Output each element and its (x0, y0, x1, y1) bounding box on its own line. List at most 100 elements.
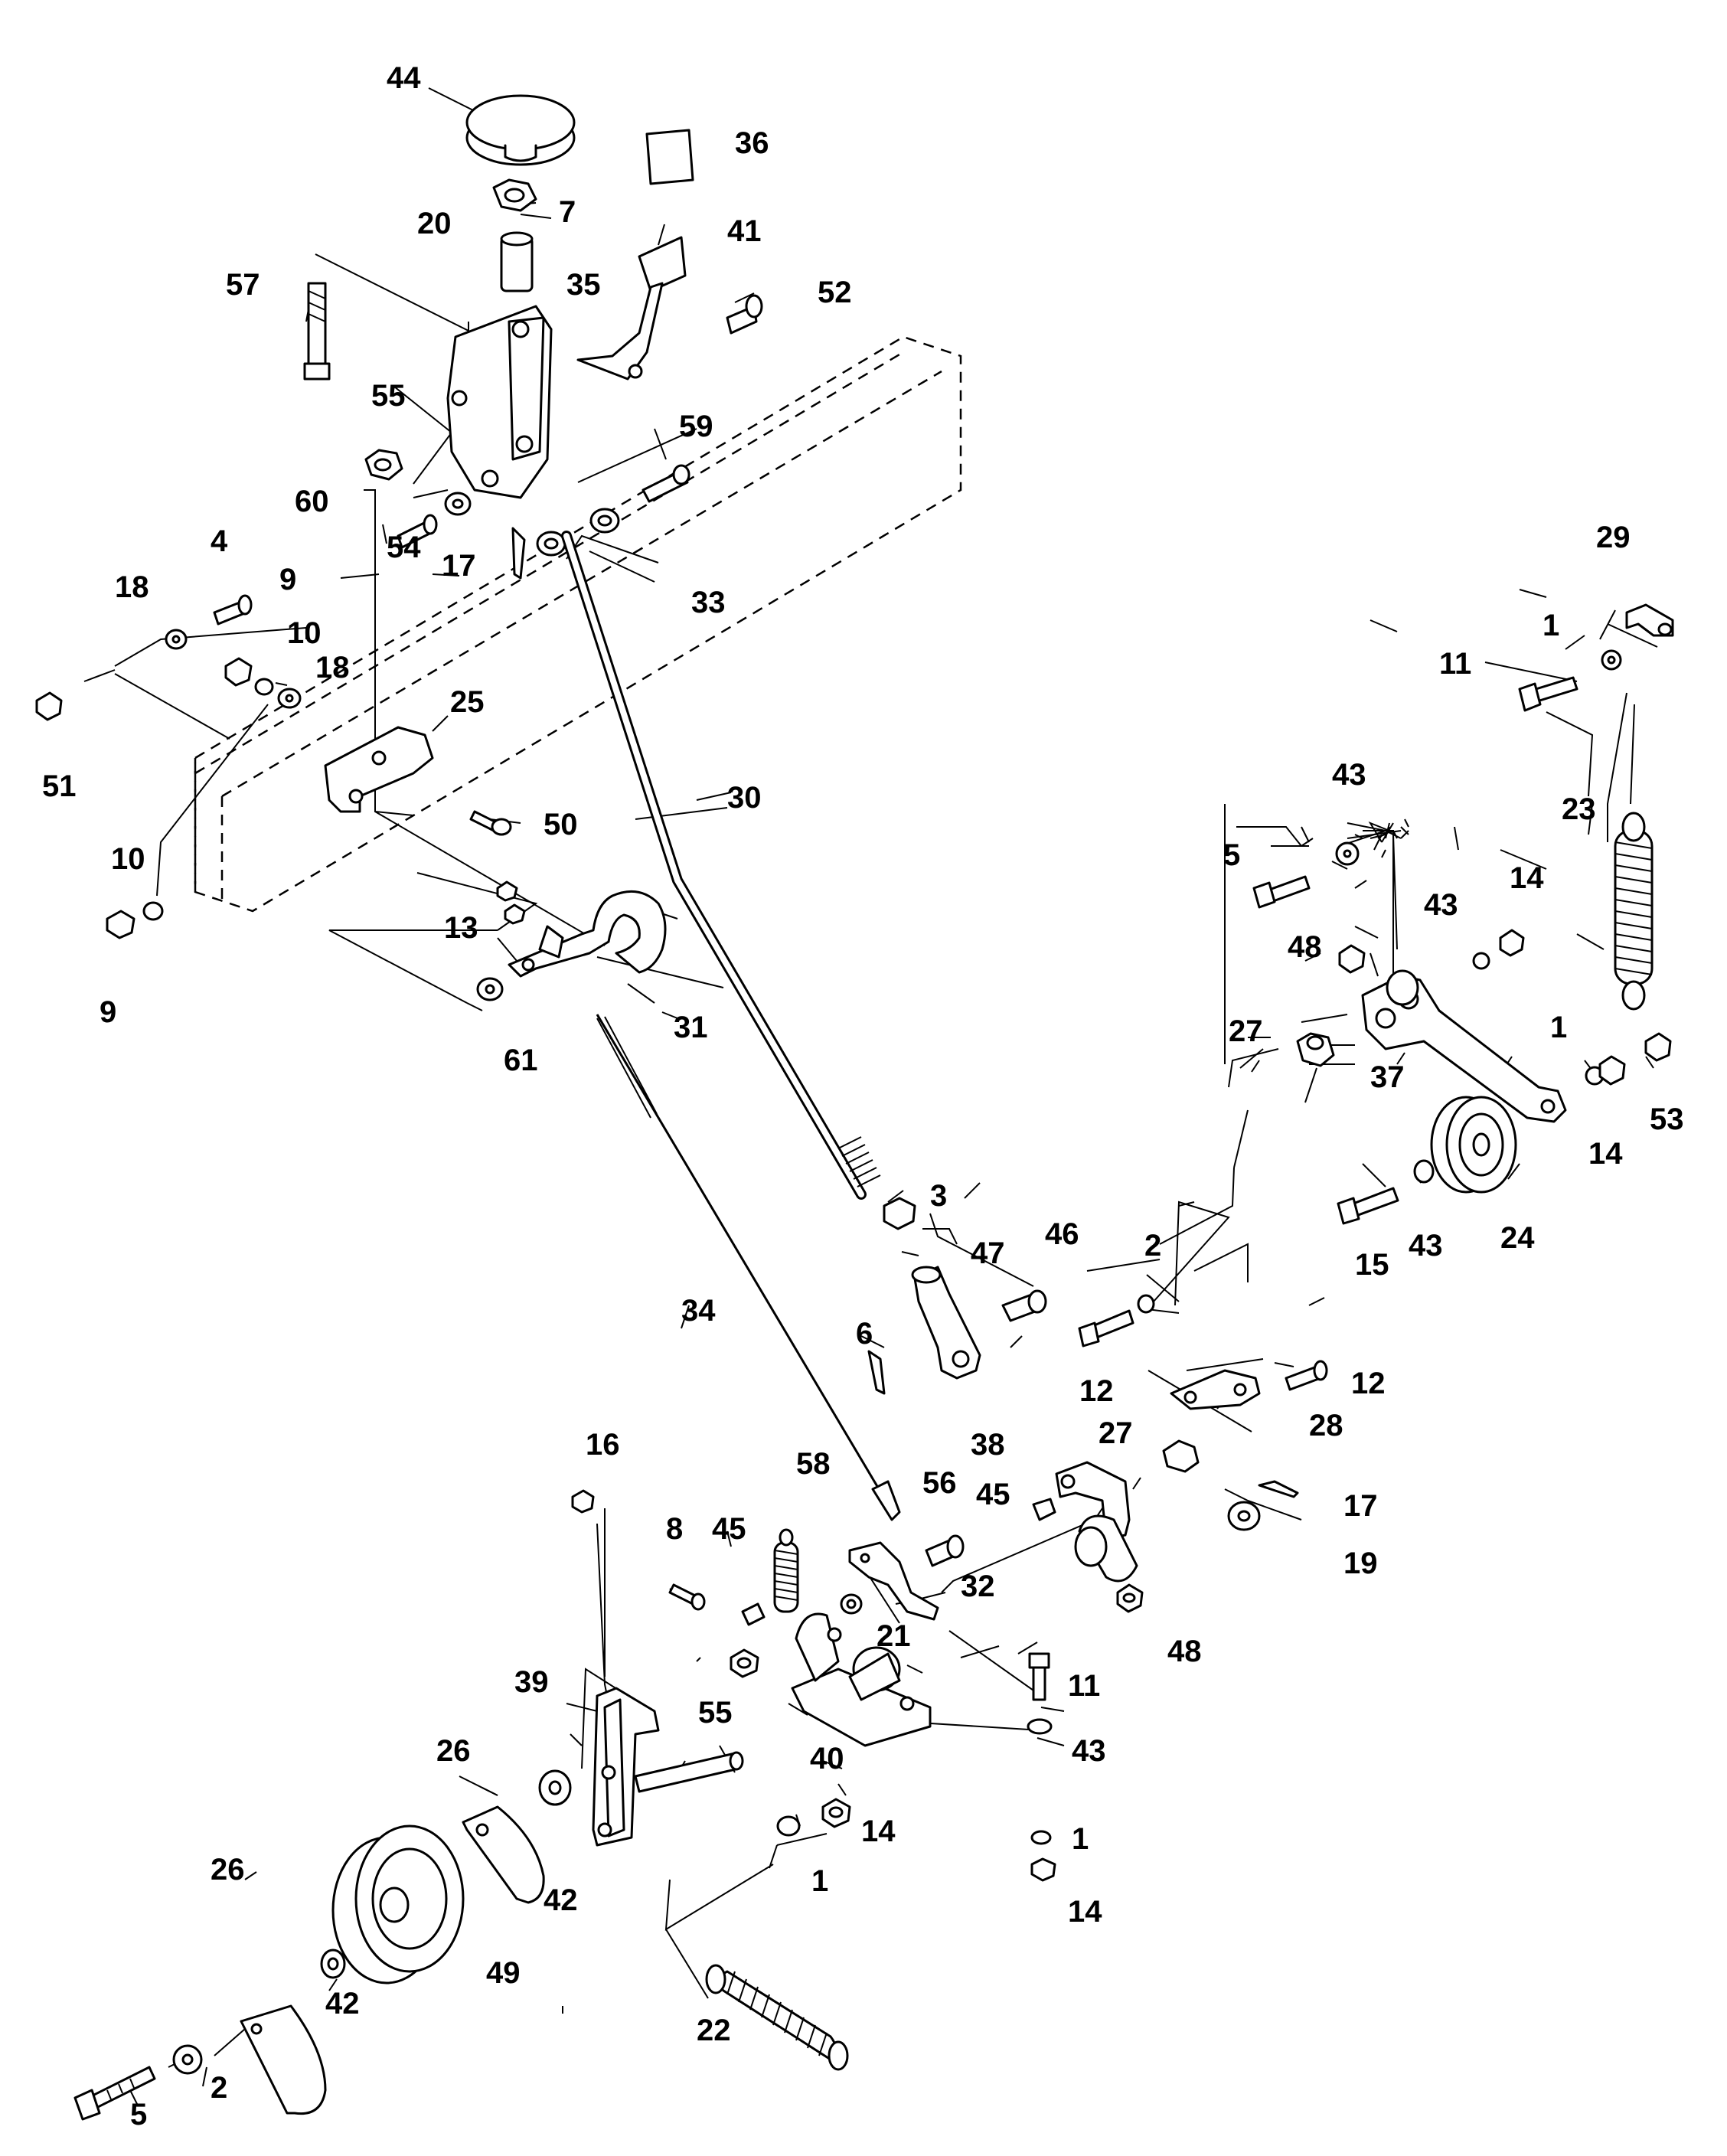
pulley-49 (331, 1824, 465, 1984)
washer-18b (277, 688, 302, 709)
frame-outline (194, 335, 962, 913)
callout-48-b: 48 (1167, 1635, 1202, 1668)
spacer-27b (1162, 1439, 1200, 1473)
callout-56: 56 (922, 1466, 957, 1500)
pin-59 (642, 464, 690, 503)
callout-30: 30 (727, 781, 762, 815)
callout-2-b: 2 (211, 2071, 227, 2105)
bracket-29 (1625, 603, 1674, 637)
cable-34 (596, 1014, 901, 1521)
nut-51 (35, 691, 63, 721)
nut-53 (1644, 1032, 1672, 1062)
fitting-45b (741, 1602, 766, 1626)
nut-7 (492, 178, 537, 212)
callout-27-b: 27 (1099, 1416, 1133, 1450)
callout-18-left: 18 (115, 570, 149, 604)
callout-14-b: 14 (1588, 1137, 1623, 1171)
bolt-11-bottom (1028, 1652, 1050, 1701)
bolt-56 (925, 1534, 965, 1567)
washer-19 (1227, 1501, 1261, 1531)
callout-29: 29 (1596, 521, 1631, 554)
callout-6: 6 (856, 1317, 873, 1351)
callout-24: 24 (1500, 1221, 1535, 1255)
nuts-13 (496, 880, 526, 925)
washer-60 (444, 492, 472, 516)
callout-60: 60 (295, 485, 329, 518)
nut-55b (730, 1648, 759, 1678)
callout-1-lower: 1 (811, 1864, 828, 1898)
callout-5-top: 5 (1223, 838, 1240, 872)
washer-2b (172, 2044, 203, 2075)
plate-26b (240, 2004, 327, 2115)
callout-18-right: 18 (315, 651, 350, 684)
washer-18a (165, 629, 188, 650)
callout-14-c: 14 (861, 1815, 896, 1848)
callout-47: 47 (971, 1236, 1005, 1270)
screw-52 (726, 294, 763, 335)
callout-42-top: 42 (544, 1883, 578, 1917)
callout-5-bottom: 5 (130, 2098, 147, 2132)
callout-33: 33 (691, 586, 726, 619)
link-28 (1170, 1369, 1261, 1410)
nut-48a (1338, 944, 1366, 974)
cotter-pin-17b (1258, 1480, 1299, 1498)
callout-46: 46 (1045, 1217, 1079, 1251)
callout-14-a: 14 (1510, 861, 1544, 895)
nut-14d (1030, 1857, 1056, 1882)
callout-25: 25 (450, 685, 485, 719)
callout-45-b: 45 (712, 1512, 746, 1546)
bracket-25 (324, 726, 434, 813)
callout-31: 31 (674, 1011, 708, 1044)
cotter-pin-17 (511, 527, 526, 580)
bracket-39 (592, 1687, 744, 1847)
callout-41: 41 (727, 214, 762, 248)
callout-12-b: 12 (1351, 1367, 1386, 1400)
callout-labels: 44 36 7 20 41 57 35 52 55 59 60 54 17 33… (42, 61, 1684, 2132)
callout-40: 40 (810, 1742, 844, 1775)
callout-14-d: 14 (1068, 1895, 1102, 1929)
callout-23: 23 (1562, 792, 1596, 826)
decal (645, 129, 694, 185)
callout-9-bottom: 9 (100, 995, 116, 1029)
callout-42-bottom: 42 (325, 1987, 360, 2020)
plate-32 (848, 1541, 939, 1621)
spring-23 (1614, 812, 1654, 1011)
rod-30 (561, 531, 881, 1200)
callout-12-a: 12 (1079, 1374, 1114, 1408)
callout-38: 38 (971, 1428, 1005, 1462)
callout-16: 16 (586, 1428, 620, 1462)
callout-37: 37 (1370, 1060, 1405, 1094)
callout-8: 8 (666, 1512, 683, 1546)
washer-42b (320, 1949, 346, 1979)
callout-58: 58 (796, 1447, 831, 1481)
callout-17-bottom: 17 (1343, 1489, 1378, 1523)
callout-20: 20 (417, 207, 452, 240)
callout-13: 13 (444, 911, 478, 945)
callout-44: 44 (387, 61, 421, 95)
washer-61 (476, 977, 504, 1001)
bolt-12a (1078, 1309, 1134, 1348)
spacer-27a (1296, 1032, 1335, 1067)
bolt-57 (303, 282, 331, 381)
callout-10-top: 10 (287, 616, 322, 650)
washer-43d (1027, 1718, 1053, 1735)
callout-19: 19 (1343, 1547, 1378, 1580)
lockwasher-10b (142, 901, 164, 921)
fitting-45a (1032, 1498, 1056, 1521)
callout-55-top: 55 (371, 379, 406, 413)
nut-14a (1499, 929, 1525, 957)
callout-48-a: 48 (1288, 930, 1322, 964)
callout-49: 49 (486, 1956, 521, 1990)
clevis-47 (911, 1266, 981, 1380)
pin-46 (1001, 1289, 1047, 1322)
callout-57: 57 (226, 268, 260, 302)
washer-1d (1030, 1830, 1052, 1845)
callout-7: 7 (559, 195, 576, 229)
nut-3 (883, 1197, 916, 1230)
callout-43-b: 43 (1424, 888, 1458, 922)
callout-26-top: 26 (436, 1734, 471, 1768)
callout-43-d: 43 (1072, 1734, 1106, 1768)
nut-14b (1598, 1055, 1626, 1086)
callout-50: 50 (544, 808, 578, 841)
